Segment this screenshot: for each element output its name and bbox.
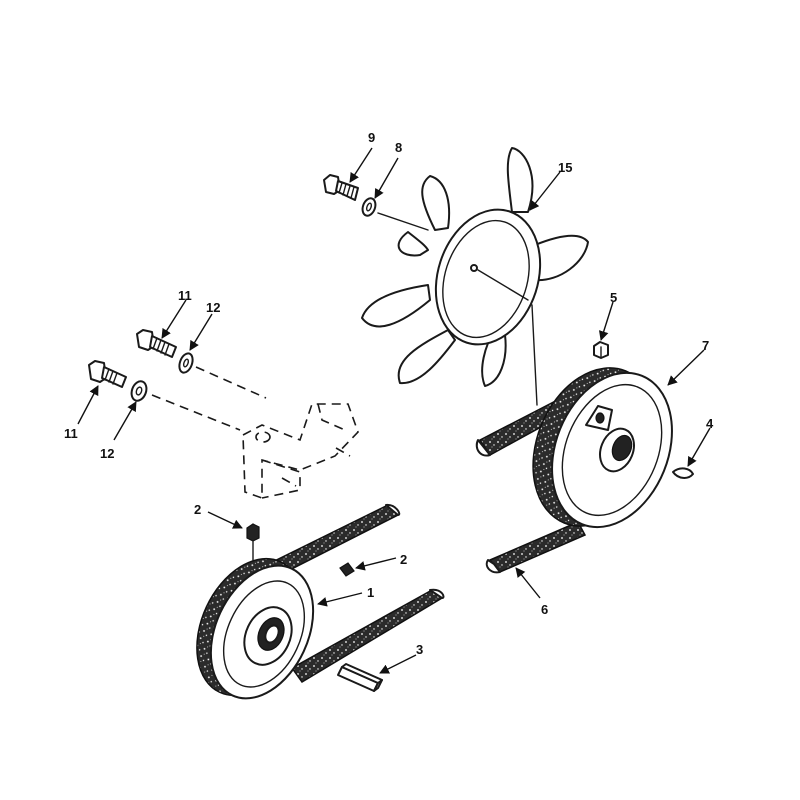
arrow-12-upper (189, 313, 213, 351)
callout-9: 9 (368, 130, 375, 145)
fan-blade (534, 234, 589, 282)
callout-15: 15 (558, 160, 572, 175)
bracket-line-lower (151, 394, 241, 431)
fan-blade (421, 175, 451, 231)
arrow-11-lower (77, 385, 99, 425)
callout-11-lower: 11 (64, 426, 78, 441)
pulley-1 (196, 557, 315, 700)
arrow-1 (317, 592, 363, 607)
arrow-9 (349, 147, 373, 183)
callout-6: 6 (541, 602, 548, 617)
arrow-2-middle (355, 557, 397, 571)
fan-center-line (377, 212, 429, 231)
callout-12-lower: 12 (100, 446, 114, 461)
fan-assembly (361, 147, 589, 387)
callout-11-upper: 11 (178, 288, 192, 303)
fan-blade (397, 231, 429, 257)
arrow-7 (667, 349, 705, 386)
callout-8: 8 (395, 140, 402, 155)
pulley-7 (532, 367, 673, 529)
fan-blade (361, 284, 431, 328)
bracket-line-upper (195, 366, 267, 399)
bolt-9 (323, 174, 359, 201)
callout-3: 3 (416, 642, 423, 657)
arrow-8 (374, 157, 399, 199)
callout-2-middle: 2 (400, 552, 407, 567)
arrow-4 (687, 427, 711, 467)
bolt-11-upper (136, 329, 177, 358)
setscrew-2-upper (246, 523, 260, 561)
callout-2-upper: 2 (194, 502, 201, 517)
fan-drop-line (531, 304, 538, 406)
arrow-6 (515, 567, 541, 599)
washer-12-upper (178, 352, 194, 374)
bolt-11-lower (88, 360, 127, 388)
setscrew-2-middle (339, 562, 355, 577)
arrow-11-upper (161, 299, 187, 339)
callout-12-upper: 12 (206, 300, 220, 315)
key-3 (337, 663, 383, 692)
arrow-15 (529, 171, 561, 211)
callout-7: 7 (702, 338, 709, 353)
fan-ring-outer (434, 208, 542, 346)
fan-ring-inner (442, 219, 530, 339)
callout-4: 4 (706, 416, 714, 431)
fan-blade (397, 329, 456, 385)
arrow-12-lower (113, 401, 137, 441)
arrow-2-upper (207, 511, 243, 529)
fan-center-line-2 (477, 269, 529, 301)
key-4 (672, 467, 694, 479)
arrow-3 (379, 654, 417, 674)
setscrew-5 (593, 341, 609, 359)
arrow-5 (598, 301, 614, 341)
callout-1: 1 (367, 585, 374, 600)
fan-hub-hole (470, 264, 478, 272)
bracket (242, 403, 359, 500)
washer-8 (361, 197, 377, 217)
washer-12-lower (130, 380, 148, 402)
callout-5: 5 (610, 290, 617, 305)
fan-blade (506, 147, 534, 213)
